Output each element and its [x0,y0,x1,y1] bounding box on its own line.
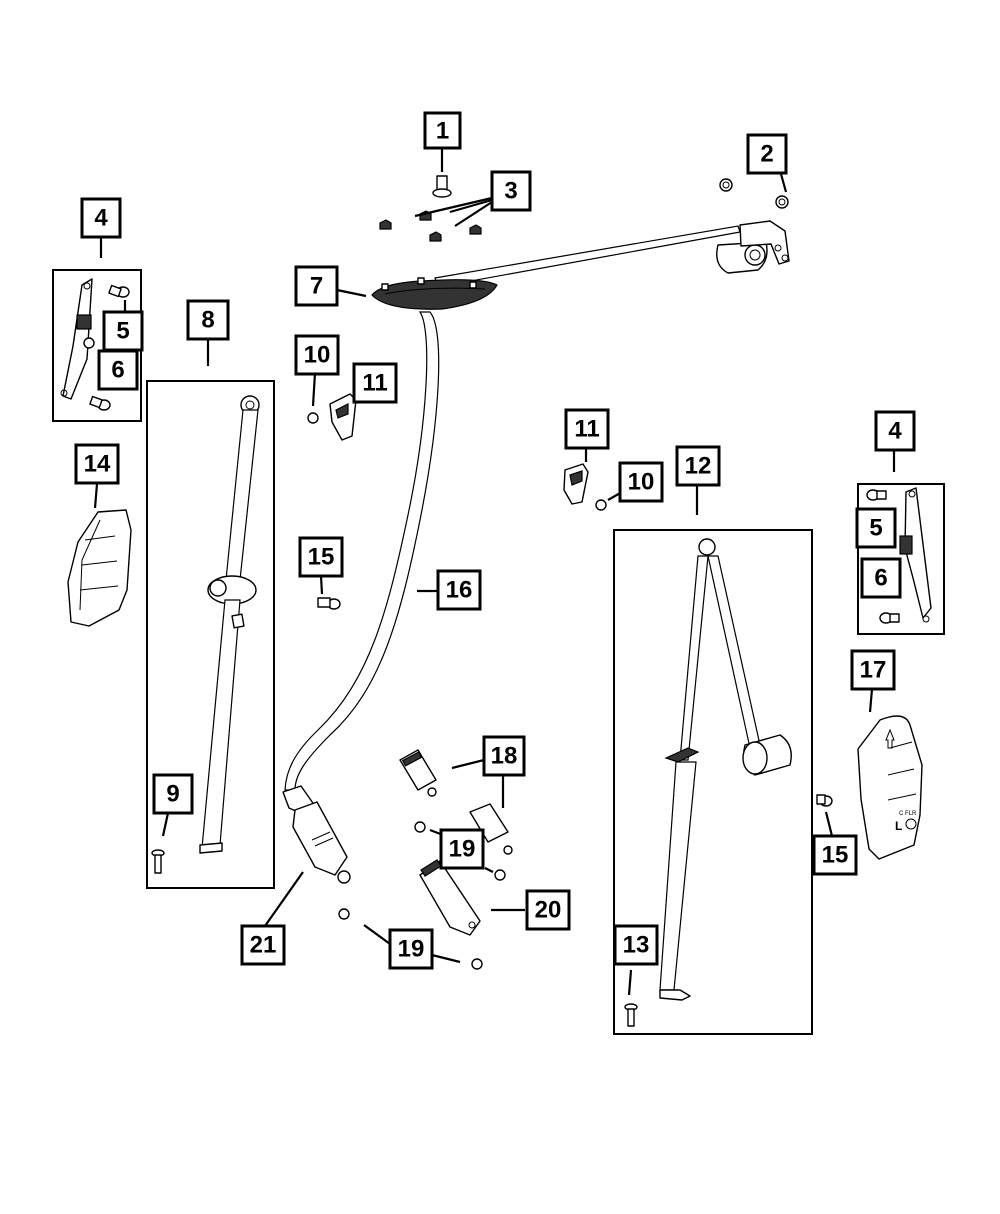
group-box-4-right [857,483,945,635]
svg-text:1: 1 [436,118,449,145]
part-4-height-adjuster-right [899,487,932,623]
callout-10-right: 10 [618,461,664,503]
part-19-bolt-a [414,821,426,833]
part-15-bolt-right [816,794,833,807]
svg-text:2: 2 [760,141,773,168]
part-1-bolt [432,175,452,198]
part-15-bolt-center [317,597,341,610]
callout-4-right: 4 [874,410,916,452]
callout-9: 9 [152,773,194,815]
part-18-buckle-upper [399,749,437,797]
callout-2: 2 [746,133,788,175]
part-13-bolt [624,1003,638,1027]
callout-15-right: 15 [812,834,858,876]
part-5-bolt-right [866,489,887,501]
part-19-bolt-c [338,908,350,920]
part-7-roof-bezel [371,277,498,310]
part-19-bolt-d [471,958,483,970]
svg-text:6: 6 [111,357,124,384]
part-17-trim-panel-right: C FLR L [857,715,923,860]
svg-text:12: 12 [685,453,712,480]
callout-3: 3 [490,170,532,212]
group-box-8 [146,380,275,889]
panel17-marking-2: L [895,819,902,833]
callout-19-lower: 19 [388,928,434,970]
svg-text:8: 8 [201,307,214,334]
part-12-belt-assembly-right [659,538,792,1001]
callout-5-left: 5 [102,310,144,352]
callout-21: 21 [240,924,286,966]
callout-14: 14 [74,443,120,485]
part-11-cover-right [563,463,589,505]
svg-text:19: 19 [449,836,476,863]
svg-text:10: 10 [304,342,331,369]
svg-text:13: 13 [623,932,650,959]
callout-20: 20 [525,889,571,931]
callout-8: 8 [186,299,230,341]
svg-text:11: 11 [362,370,387,397]
group-box-12 [613,529,813,1035]
callout-6-left: 6 [97,349,139,391]
svg-text:19: 19 [398,936,425,963]
svg-text:4: 4 [94,205,108,232]
callout-19-upper: 19 [439,828,485,870]
svg-text:14: 14 [84,451,111,478]
part-16-center-belt [284,311,440,791]
callout-4-left: 4 [80,197,122,239]
svg-text:20: 20 [535,897,562,924]
part-11-cover-left [329,393,357,441]
panel17-marking-1: C FLR [899,811,917,817]
part-2-nuts [719,178,789,209]
callout-13: 13 [613,924,659,966]
callout-16: 16 [436,569,482,611]
part-16-upper-belt [434,225,741,288]
svg-text:10: 10 [628,469,655,496]
svg-text:16: 16 [446,577,473,604]
svg-text:17: 17 [860,657,887,684]
callout-1: 1 [423,111,462,150]
part-19-bolt-b [494,869,506,881]
svg-text:6: 6 [874,565,887,592]
callout-5-right: 5 [855,507,897,549]
svg-text:4: 4 [888,418,902,445]
callout-12: 12 [675,445,721,487]
part-21-buckle-anchor [282,785,351,884]
part-4-height-adjuster-left [60,278,95,400]
leader-lines [93,148,896,996]
callout-15-center: 15 [298,536,344,578]
part-14-trim-panel-left [67,509,132,627]
part-6-bolt-left [89,395,111,411]
part-10-nut-left [307,412,319,424]
svg-text:9: 9 [166,781,179,808]
svg-text:5: 5 [869,515,882,542]
svg-text:5: 5 [116,318,129,345]
svg-text:18: 18 [491,743,518,770]
callout-6-right: 6 [860,557,902,599]
part-10-nut-right [595,499,607,511]
callout-11-left: 11 [352,362,398,404]
part-8-belt-assembly-left [199,395,260,854]
svg-text:15: 15 [822,842,849,869]
callout-11-right: 11 [564,408,610,450]
part-6-bolt-right [879,612,900,624]
callout-17: 17 [850,649,896,691]
part-5-bolt-left [108,284,130,298]
callout-7: 7 [294,265,339,307]
svg-text:15: 15 [308,544,335,571]
svg-text:7: 7 [310,273,323,300]
part-20-buckle-assembly [419,859,481,936]
callout-18: 18 [482,735,526,777]
svg-text:11: 11 [574,416,599,443]
part-3-clips [379,210,482,242]
svg-text:21: 21 [250,932,277,959]
part-9-bolt [151,849,165,874]
svg-text:3: 3 [504,178,517,205]
retractor-top [716,220,790,274]
callout-10-left: 10 [294,334,340,376]
